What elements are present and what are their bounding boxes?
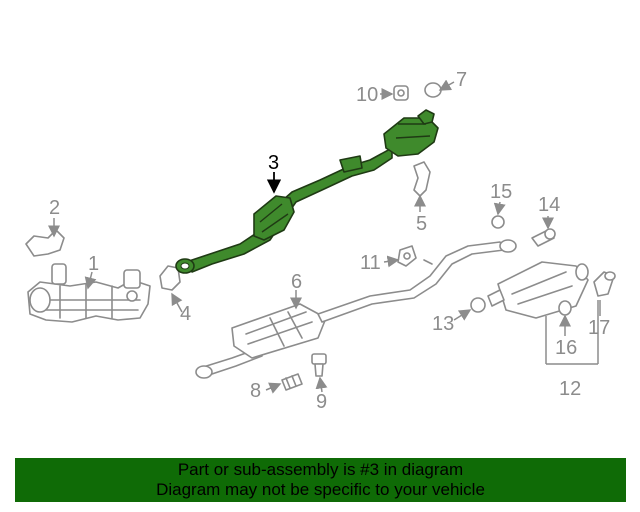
center-pipe-resonator-part <box>195 239 517 379</box>
callout-13: 13 <box>432 313 454 335</box>
callout-leaders <box>48 79 601 394</box>
nut-part <box>424 82 442 98</box>
info-banner: Part or sub-assembly is #3 in diagram Di… <box>15 458 626 502</box>
rear-muffler-part <box>487 261 589 319</box>
manifold-gasket-part <box>25 229 65 257</box>
bracket-part <box>413 161 431 197</box>
banner-line-2: Diagram may not be specific to your vehi… <box>156 480 485 499</box>
callout-15: 15 <box>490 181 512 203</box>
callout-5: 5 <box>416 213 427 235</box>
stud-part <box>311 353 327 377</box>
callout-12: 12 <box>559 378 581 400</box>
flange-nut-part <box>393 85 409 101</box>
callout-14: 14 <box>538 194 560 216</box>
callout-17: 17 <box>588 317 610 339</box>
hanger-nut-part <box>491 215 505 229</box>
hanger-insulator-part <box>397 245 417 267</box>
callout-2: 2 <box>49 197 60 219</box>
hanger-bolt-part <box>531 228 556 247</box>
flange-gasket-part <box>159 265 181 291</box>
callout-11: 11 <box>360 252 381 274</box>
bolt-part <box>281 373 303 391</box>
callout-9: 9 <box>316 391 327 413</box>
banner-line-1: Part or sub-assembly is #3 in diagram <box>177 460 464 479</box>
front-pipe-catalytic-converter-part <box>175 109 439 274</box>
clamp-part <box>558 300 572 316</box>
exhaust-manifold-part <box>27 263 151 323</box>
exhaust-parts-diagram: 1 2 3 4 5 6 7 8 9 10 11 12 13 14 15 16 1… <box>25 69 616 413</box>
callout-16: 16 <box>555 337 577 359</box>
callout-6: 6 <box>291 271 302 293</box>
callout-10: 10 <box>356 84 378 106</box>
callout-8: 8 <box>250 380 261 402</box>
callout-3: 3 <box>268 152 279 174</box>
callout-4: 4 <box>180 303 191 325</box>
callout-1: 1 <box>88 253 99 275</box>
callout-7: 7 <box>456 69 467 91</box>
grommet-part <box>470 297 486 313</box>
tail-pipe-part <box>593 271 616 297</box>
